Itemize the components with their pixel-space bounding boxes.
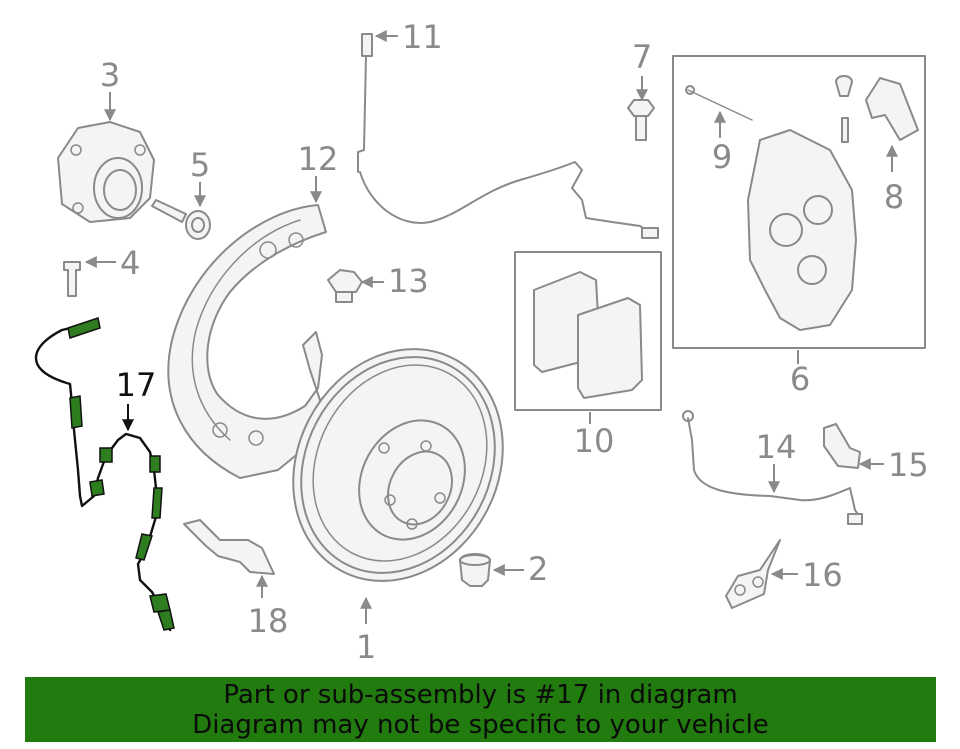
callout-9[interactable]: 9 <box>712 138 732 176</box>
callout-7[interactable]: 7 <box>632 38 652 76</box>
info-banner: Part or sub-assembly is #17 in diagram D… <box>25 677 936 742</box>
callout-arrows <box>84 30 898 624</box>
callout-labels: 3 5 4 11 12 13 7 9 8 6 10 14 15 16 2 1 1… <box>100 18 929 666</box>
part-16-bracket[interactable] <box>725 539 781 609</box>
callout-3[interactable]: 3 <box>100 56 120 94</box>
banner-line-2: Diagram may not be specific to your vehi… <box>192 709 769 740</box>
callout-6[interactable]: 6 <box>790 360 810 398</box>
part-18-bracket[interactable] <box>183 519 275 575</box>
callout-8[interactable]: 8 <box>884 178 904 216</box>
part-6-caliper[interactable] <box>672 55 926 349</box>
callout-5[interactable]: 5 <box>190 146 210 184</box>
part-14-brake-line[interactable] <box>682 410 863 525</box>
banner-line-1: Part or sub-assembly is #17 in diagram <box>223 679 738 710</box>
callout-1[interactable]: 1 <box>356 628 376 666</box>
part-7-bolt[interactable] <box>627 99 655 141</box>
callout-4[interactable]: 4 <box>120 244 140 282</box>
part-12-dust-shield[interactable] <box>167 204 327 479</box>
callout-14[interactable]: 14 <box>756 428 797 466</box>
part-2-cap[interactable] <box>459 553 491 587</box>
callout-13[interactable]: 13 <box>388 262 429 300</box>
parts-diagram: 3 5 4 11 12 13 7 9 8 6 10 14 15 16 2 1 1… <box>34 18 929 666</box>
part-13-bolt[interactable] <box>327 269 363 303</box>
callout-18[interactable]: 18 <box>248 602 289 640</box>
callout-16[interactable]: 16 <box>802 556 843 594</box>
part-10-pad-set[interactable] <box>514 251 662 411</box>
callout-15[interactable]: 15 <box>888 446 929 484</box>
callout-11[interactable]: 11 <box>402 18 443 56</box>
part-1-brake-disc[interactable] <box>253 312 542 618</box>
part-17-speed-sensor[interactable] <box>34 317 175 632</box>
callout-10[interactable]: 10 <box>574 422 615 460</box>
callout-17[interactable]: 17 <box>116 366 157 404</box>
callout-2[interactable]: 2 <box>528 550 548 588</box>
part-15-bracket[interactable] <box>823 423 861 469</box>
part-11-wear-sensor[interactable] <box>357 33 659 239</box>
part-3-wheel-hub[interactable] <box>57 121 155 223</box>
part-5-bolt[interactable] <box>151 199 211 240</box>
callout-12[interactable]: 12 <box>298 140 339 178</box>
part-4-stud[interactable] <box>63 261 81 297</box>
